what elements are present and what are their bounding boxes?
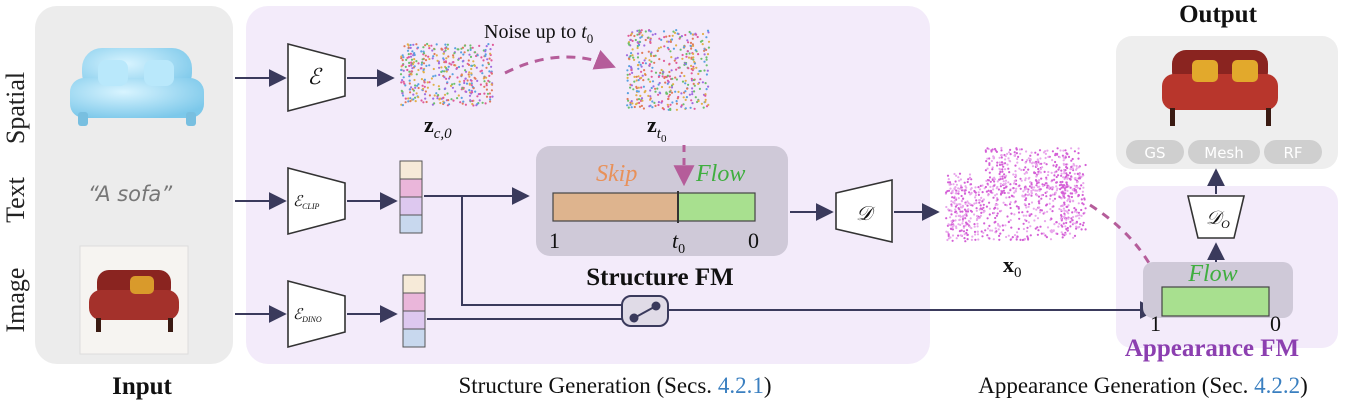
appearance-caption: Appearance Generation (Sec. 4.2.2) bbox=[978, 373, 1308, 398]
x0-label: x0 bbox=[1003, 252, 1022, 281]
latent-zt0-label: zt0 bbox=[647, 112, 667, 145]
structure-tick-1: 1 bbox=[549, 228, 560, 253]
output-title: Output bbox=[1179, 1, 1257, 28]
spatial-sofa-image bbox=[70, 48, 204, 126]
appearance-tick-1: 1 bbox=[1150, 311, 1161, 336]
text-prompt: “A sofa” bbox=[88, 182, 173, 206]
latent-zc0-pointcloud bbox=[399, 42, 494, 107]
flow-label: Flow bbox=[695, 161, 745, 187]
output-red-sofa-image bbox=[1162, 50, 1278, 126]
skip-segment bbox=[552, 192, 679, 222]
noise-label: Noise up to t0 bbox=[484, 21, 593, 46]
appearance-flow-segment bbox=[1161, 286, 1270, 317]
noise-dashed-arrow bbox=[504, 49, 616, 75]
clip-token-stack bbox=[399, 160, 423, 234]
structure-caption: Structure Generation (Secs. 4.2.1) bbox=[459, 373, 772, 398]
skip-label: Skip bbox=[596, 161, 637, 187]
input-title: Input bbox=[112, 373, 172, 400]
clip-encoder-label: ℰCLIP bbox=[293, 194, 320, 211]
appearance-decoder-label: 𝒟O bbox=[1206, 208, 1230, 231]
spatial-encoder bbox=[287, 42, 346, 113]
structure-decoder-label: 𝒟 bbox=[856, 203, 876, 225]
output-format-badges: GS Mesh RF bbox=[1126, 140, 1322, 164]
format-mesh-label: Mesh bbox=[1204, 144, 1244, 162]
image-input-photo bbox=[79, 245, 189, 355]
appearance-flow-label: Flow bbox=[1187, 261, 1237, 287]
x0-pointcloud-sofa bbox=[944, 146, 1087, 243]
format-rf-label: RF bbox=[1283, 144, 1302, 162]
appearance-decoder bbox=[1186, 195, 1246, 239]
row-label-text: Text bbox=[1, 176, 30, 223]
format-gs-label: GS bbox=[1144, 144, 1165, 162]
structure-fm-title: Structure FM bbox=[586, 264, 733, 291]
appearance-tick-0: 0 bbox=[1270, 311, 1281, 336]
x0-to-appearance-dashed-arrow bbox=[1089, 203, 1168, 297]
structure-tick-t0: t0 bbox=[672, 228, 685, 257]
flow-segment bbox=[677, 192, 756, 222]
spatial-encoder-label: ℰ bbox=[307, 64, 323, 89]
row-label-image: Image bbox=[1, 268, 30, 333]
format-badge-gs bbox=[1126, 140, 1184, 164]
clip-encoder bbox=[287, 166, 346, 236]
format-badge-rf bbox=[1264, 140, 1322, 164]
latent-zc0-label: zc,0 bbox=[424, 112, 452, 142]
structure-tick-0: 0 bbox=[748, 228, 759, 253]
row-label-spatial: Spatial bbox=[1, 72, 30, 144]
structure-decoder bbox=[835, 178, 893, 244]
dino-token-stack bbox=[402, 274, 426, 348]
dino-encoder bbox=[287, 279, 346, 349]
condition-switch-icon bbox=[621, 295, 669, 327]
dino-encoder-label: ℰDINO bbox=[293, 307, 322, 324]
format-badge-mesh bbox=[1188, 140, 1260, 164]
appearance-fm-title: Appearance FM bbox=[1125, 335, 1299, 362]
clip-branch-line bbox=[461, 196, 623, 306]
latent-zt0-pointcloud bbox=[625, 29, 711, 111]
